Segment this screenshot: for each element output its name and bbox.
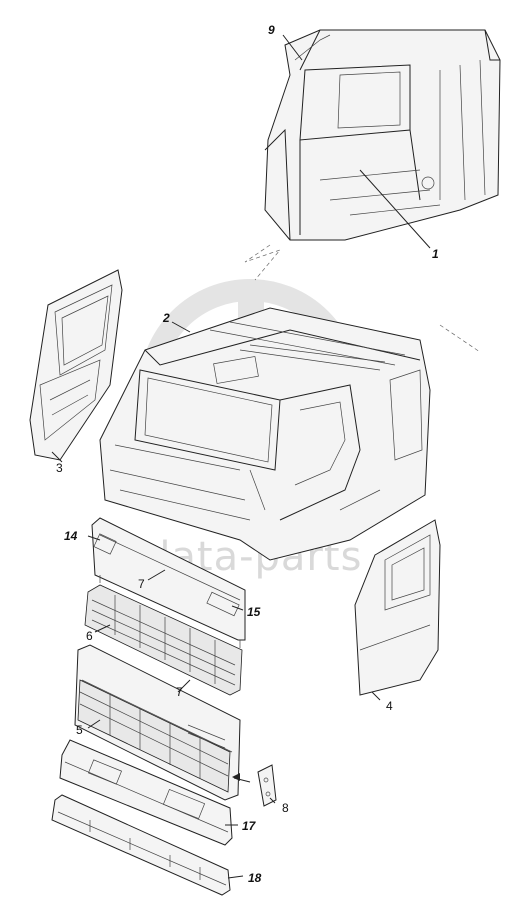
leader-cab-to-shell bbox=[244, 244, 282, 281]
callout-3: 3 bbox=[56, 461, 63, 475]
right-door bbox=[354, 519, 441, 696]
left-door bbox=[29, 269, 123, 461]
callout-6: 6 bbox=[86, 629, 93, 643]
assembled-cab bbox=[264, 29, 501, 241]
grille-upper bbox=[84, 584, 243, 696]
front-panel-grille bbox=[74, 644, 241, 801]
cab-shell bbox=[99, 307, 431, 561]
callout-5: 5 bbox=[76, 723, 83, 737]
leader-right bbox=[439, 324, 481, 353]
callout-9: 9 bbox=[268, 23, 275, 37]
bumper-lower bbox=[51, 794, 231, 896]
callout-7a: 7 bbox=[138, 577, 145, 591]
callout-17: 17 bbox=[242, 819, 257, 833]
callout-14: 14 bbox=[64, 529, 78, 543]
callout-7b: 7 bbox=[176, 685, 183, 699]
callout-18: 18 bbox=[248, 871, 262, 885]
callout-leaders bbox=[51, 34, 431, 879]
callout-2: 2 bbox=[162, 311, 170, 325]
upper-front-panel bbox=[91, 517, 246, 648]
bumper-upper bbox=[59, 739, 233, 846]
callout-8: 8 bbox=[282, 801, 289, 815]
callout-15: 15 bbox=[247, 605, 261, 619]
callout-4: 4 bbox=[386, 699, 393, 713]
callout-1: 1 bbox=[432, 247, 439, 261]
bracket bbox=[232, 764, 277, 807]
callout-labels: 9 1 2 3 14 7 15 6 7 4 5 8 17 18 bbox=[56, 23, 439, 885]
